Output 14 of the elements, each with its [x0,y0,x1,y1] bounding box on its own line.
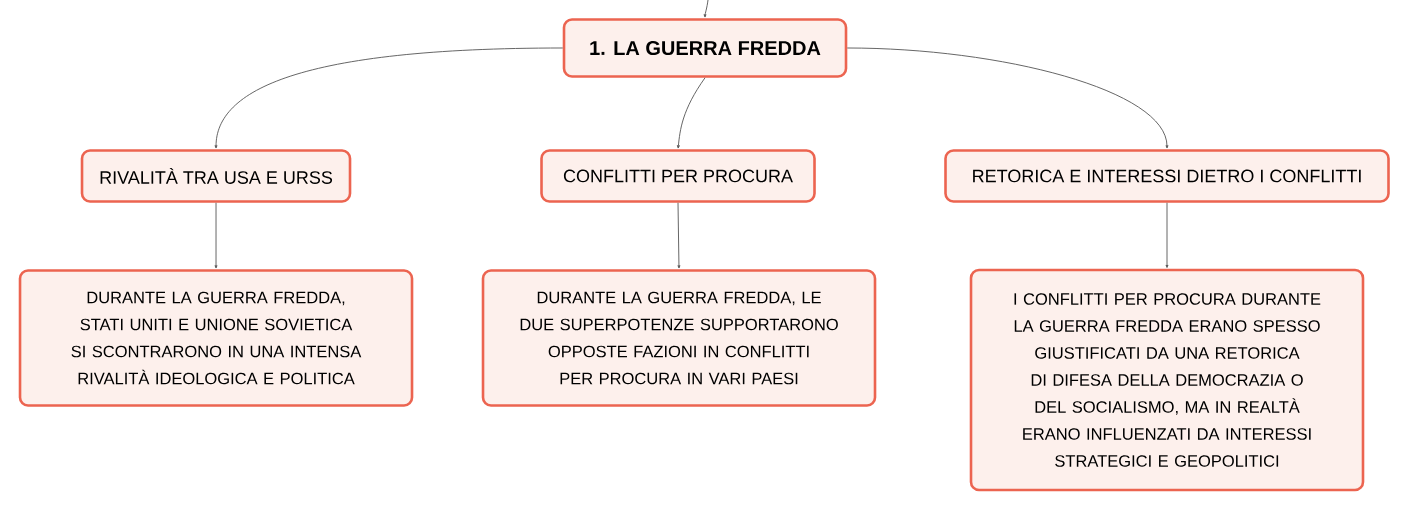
arrow [676,77,706,149]
arrow [1165,202,1169,268]
description-box: I CONFLITTI PER PROCURA DURANTE LA GUERRA FREDDA ERANO SPESSO GIUSTIFICATI DA UNA RETORICA DI DIFESA DELLA DEMOCRAZIA O DEL SOCIALISMO, MA IN REALTÀ ERANO INFLUENZATI DA INTERESSI STRATEGICI E GEOPOLITICI [969,268,1365,492]
title-box: 1. LA GUERRA FREDDA [562,18,848,78]
topic-box: CONFLITTI PER PROCURA [540,149,816,203]
arrow [703,0,709,18]
topic-box: RETORICA E INTERESSI DIETRO I CONFLITTI [944,149,1390,203]
arrow [214,202,218,269]
description-box: DURANTE LA GUERRA FREDDA, STATI UNITI E UNIONE SOVIETICA SI SCONTRARONO IN UNA INTENSA RIVALITÀ IDEOLOGICA E POLITICA [18,269,414,407]
arrow [677,202,681,269]
topic-box: RIVALITÀ TRA USA E URSS [80,149,352,203]
description-box: DURANTE LA GUERRA FREDDA, LE DUE SUPERPOTENZE SUPPORTARONO OPPOSTE FAZIONI IN CONFLITTI PER PROCURA IN VARI PAESI [481,269,877,407]
arrow [214,47,564,149]
arrow [846,47,1169,149]
